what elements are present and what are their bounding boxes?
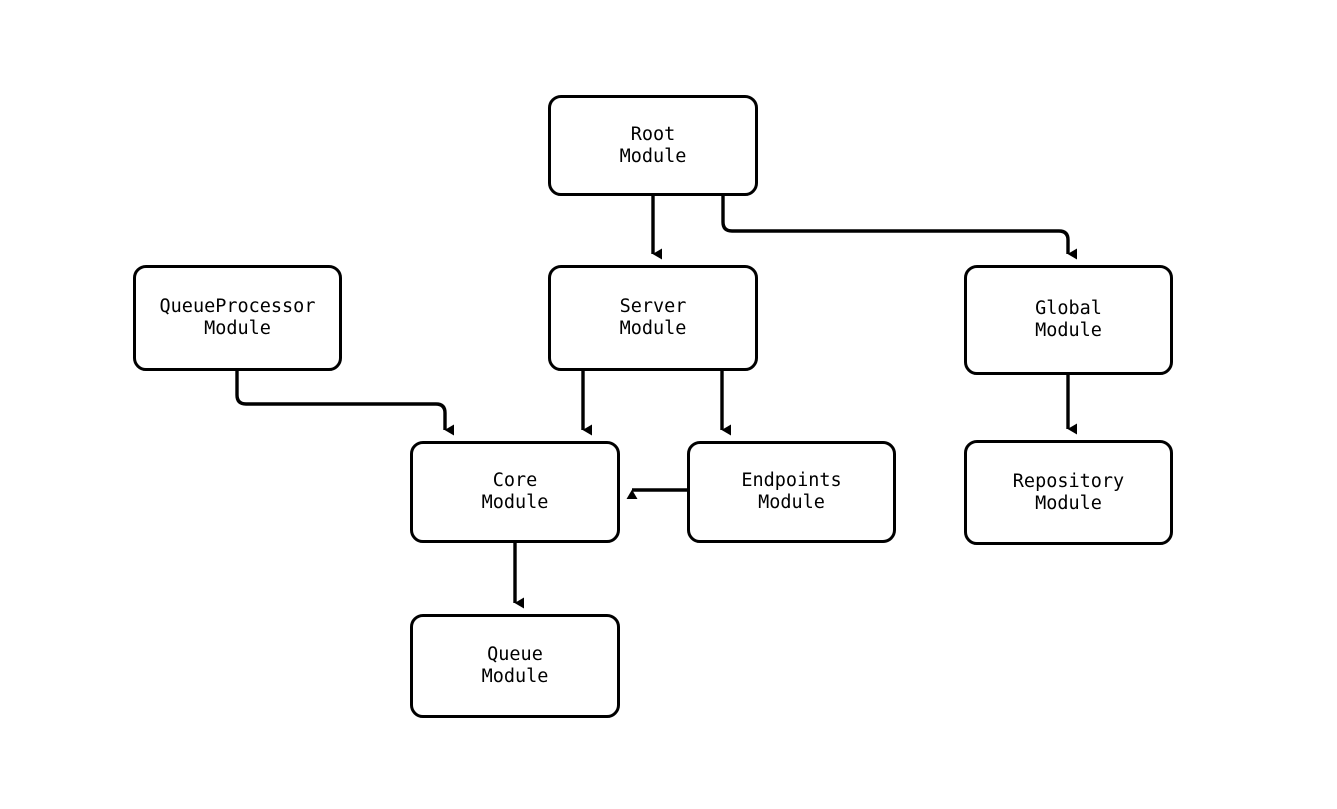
node-queue-module-name: Queue <box>487 644 543 665</box>
node-root-module-name: Root <box>630 123 676 145</box>
node-server-module-suffix: Module <box>619 318 687 339</box>
node-queueprocessor-module-suffix: Module <box>204 318 271 339</box>
node-queue-module[interactable]: Queue Module <box>410 614 620 718</box>
node-queueprocessor-module-name: QueueProcessor <box>159 296 316 317</box>
node-repository-module[interactable]: Repository Module <box>964 440 1173 545</box>
edge-queueprocessor-to-core <box>235 371 455 436</box>
node-repository-module-suffix: Module <box>1035 492 1102 514</box>
node-endpoints-module-suffix: Module <box>758 492 825 513</box>
node-queue-module-suffix: Module <box>481 666 549 687</box>
node-core-module-suffix: Module <box>481 492 549 513</box>
node-repository-module-name: Repository <box>1012 470 1125 492</box>
node-global-module[interactable]: Global Module <box>964 265 1173 375</box>
node-queueprocessor-module[interactable]: QueueProcessor Module <box>133 265 342 371</box>
node-core-module-name: Core <box>492 470 538 491</box>
node-root-module[interactable]: Root Module <box>548 95 758 196</box>
edge-root-to-global <box>721 196 1078 260</box>
node-endpoints-module-name: Endpoints <box>741 470 842 491</box>
node-server-module-name: Server <box>619 296 687 317</box>
node-server-module[interactable]: Server Module <box>548 265 758 371</box>
node-core-module[interactable]: Core Module <box>410 441 620 543</box>
node-endpoints-module[interactable]: Endpoints Module <box>687 441 896 543</box>
node-global-module-name: Global <box>1035 298 1102 319</box>
node-global-module-suffix: Module <box>1035 320 1102 341</box>
node-root-module-suffix: Module <box>619 145 687 167</box>
